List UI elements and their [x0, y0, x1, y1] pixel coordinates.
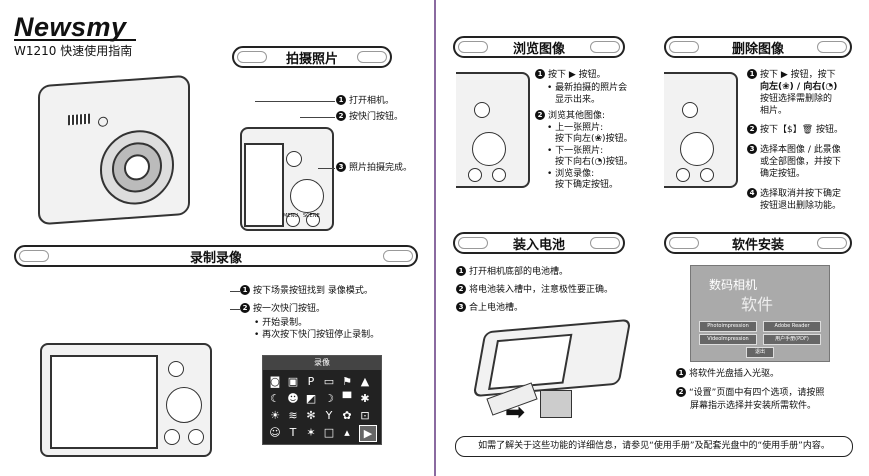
software-step-2-line: 屏幕指示选择并安装所需软件。 — [690, 401, 817, 411]
section-title-browse: 浏览图像 — [453, 36, 625, 58]
snow-icon: ✱ — [360, 392, 370, 405]
open-user-manual-button[interactable]: 用户手册(PDF) — [763, 334, 821, 345]
exit-button[interactable]: 退出 — [746, 347, 774, 358]
camera-front-illustration — [38, 74, 190, 226]
footer-note: 如需了解关于这些功能的详细信息，请参见“使用手册”及配套光盘中的“使用手册”内容… — [455, 436, 853, 457]
section-title-record: 录制录像 — [14, 245, 418, 267]
leader-line — [318, 168, 335, 169]
sport-icon: ⚑ — [342, 375, 352, 388]
landscape-icon: ▲ — [360, 375, 370, 388]
browse-bullet: 按下确定按钮。 — [555, 180, 619, 190]
section-title-shoot: 拍摄照片 — [232, 46, 392, 68]
software-step-2: 2“设置”页面中有四个选项，请按照 — [676, 387, 824, 400]
night-portrait-icon: ☾ — [270, 392, 280, 405]
section-title-battery: 装入电池 — [453, 232, 625, 254]
scene-mode-menu: 录像 ◙ ▣ P ▭ ⚑ ▲ ☾ ☻ ◩ ☽ ▀ ✱ ☀ ≋ ✻ Y ✿ ⊡ ☺… — [262, 355, 382, 445]
camera-icon: ◙ — [269, 375, 281, 388]
camera-back-illustration-record — [40, 343, 212, 457]
program-icon: P — [307, 375, 315, 388]
delete-step-1-line: 向左(❀) / 向右(◔) — [760, 82, 838, 92]
museum-icon: ⊡ — [360, 409, 370, 422]
browse-bullet: • 下一张照片: — [547, 146, 604, 156]
browse-bullet: 按下向左(❀)按钮。 — [555, 134, 633, 144]
delete-step-3-line: 或全部图像，并按下 — [760, 157, 842, 167]
brand-logo: Newsmy — [14, 12, 127, 42]
portrait-icon: ☻ — [287, 392, 299, 405]
install-photoimpression-button[interactable]: Photoimpression — [699, 321, 757, 332]
camera-back-illustration-shoot — [240, 127, 334, 231]
camera-battery-illustration — [472, 318, 632, 398]
page-divider — [434, 0, 436, 476]
section-title-delete: 删除图像 — [664, 36, 852, 58]
delete-step-4-line: 按钮退出删除功能。 — [760, 201, 842, 211]
camera-back-illustration-browse — [456, 72, 530, 188]
frame-icon: ▭ — [323, 375, 335, 388]
sunset-icon: ☀ — [270, 409, 280, 422]
setup-title: 数码相机 — [709, 278, 758, 292]
video-mode-icon: ▶ — [359, 425, 377, 442]
scene-label: SCENE — [303, 213, 320, 219]
auto-icon: ▣ — [287, 375, 299, 388]
guide-subtitle: W1210 快速使用指南 — [14, 44, 133, 58]
leader-line — [300, 117, 335, 118]
browse-bullet: • 上一张照片: — [547, 123, 604, 133]
text-icon: T — [289, 426, 297, 439]
section-title-software: 软件安装 — [664, 232, 852, 254]
camera-back-illustration-delete — [664, 72, 738, 188]
macro-icon: ▴ — [344, 426, 350, 439]
scene-menu-header: 录像 — [263, 356, 381, 370]
software-setup-screen: 数码相机 软件 Photoimpression Adobe Reader Vid… — [690, 265, 830, 362]
fireworks-icon: ✶ — [306, 426, 316, 439]
install-videoimpression-button[interactable]: VideoImpression — [699, 334, 757, 345]
party-icon: Y — [325, 409, 333, 422]
delete-step-3-line: 确定按钮。 — [760, 169, 806, 179]
install-adobe-reader-button[interactable]: Adobe Reader — [763, 321, 821, 332]
insert-arrow-icon: ➡ — [505, 398, 526, 426]
battery — [540, 390, 572, 418]
delete-step-1-line: 按钮选择需删除的 — [760, 94, 833, 104]
beach-icon: ≋ — [288, 409, 298, 422]
pet-icon: ✻ — [306, 409, 316, 422]
browse-bullet: • 最新拍摄的照片会 — [547, 83, 628, 93]
kids-icon: ☺ — [269, 426, 281, 439]
leader-line — [230, 291, 240, 292]
backlight-icon: ◩ — [305, 392, 317, 405]
record-bullet-1: • 开始录制。 — [254, 318, 308, 328]
menu-label: MENU — [283, 213, 298, 219]
logo-underline — [14, 39, 136, 41]
building-icon: ▀ — [342, 392, 352, 405]
browse-bullet: • 浏览录像: — [547, 169, 595, 179]
setup-subtitle: 软件 — [741, 295, 774, 314]
flower-icon: ✿ — [342, 409, 352, 422]
browse-bullet: 显示出来。 — [555, 95, 601, 105]
night-landscape-icon: ☽ — [324, 392, 334, 405]
delete-step-1-line: 相片。 — [760, 106, 788, 116]
leader-line — [230, 309, 240, 310]
frame-mode-icon: □ — [323, 426, 335, 439]
leader-line — [255, 101, 335, 102]
record-bullet-2: • 再次按下快门按钮停止录制。 — [254, 330, 380, 340]
browse-bullet: 按下向右(◔)按钮。 — [555, 157, 633, 167]
